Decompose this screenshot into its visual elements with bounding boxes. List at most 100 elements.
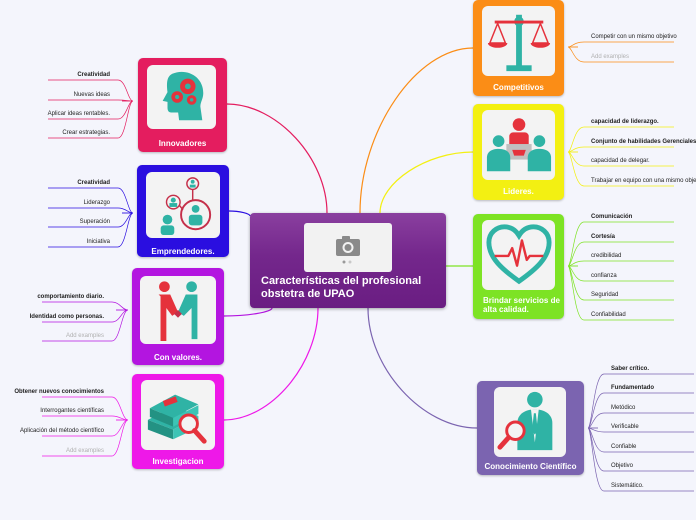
leaf-topic[interactable]: Saber crítico. bbox=[611, 366, 650, 372]
leaf-topic[interactable]: Creatividad bbox=[77, 72, 110, 78]
leaf-connector bbox=[587, 427, 694, 433]
branch-connector bbox=[226, 103, 328, 214]
leaf-topic[interactable]: Cortesía bbox=[591, 234, 616, 240]
topic-title: Emprendedores. bbox=[151, 247, 215, 256]
branch-connector bbox=[367, 307, 478, 429]
leaf-connector bbox=[48, 79, 134, 102]
leaf-connector bbox=[567, 260, 674, 267]
leaf-topic[interactable]: capacidad de delegar. bbox=[591, 158, 650, 164]
leaf-connector bbox=[567, 146, 674, 153]
leaf-topic[interactable]: Interrogantes científicas bbox=[40, 408, 104, 414]
leaf-connector bbox=[48, 212, 134, 228]
leaf-topic[interactable]: capacidad de liderazgo. bbox=[591, 119, 659, 125]
leaf-topic[interactable]: Aplicar ideas rentables. bbox=[47, 111, 110, 117]
leaf-topic[interactable]: Comunicación bbox=[591, 214, 633, 220]
leaf-topic[interactable]: Nuevas ideas bbox=[73, 92, 110, 98]
leaf-connector bbox=[42, 396, 129, 421]
leaf-topic[interactable]: comportamiento diario. bbox=[37, 294, 104, 300]
topic-title: Competitivos bbox=[493, 83, 544, 92]
branch-connector bbox=[223, 307, 273, 317]
heart-pulse-icon bbox=[482, 220, 555, 290]
topic-title: Brindar servicios de alta calidad. bbox=[483, 296, 560, 314]
add-examples-link[interactable]: Add examples bbox=[65, 448, 104, 454]
leaf-connector bbox=[48, 100, 134, 120]
branch-connector bbox=[223, 307, 319, 421]
topic-card-innovadores[interactable]: Innovadores bbox=[138, 58, 227, 152]
leaf-connector bbox=[567, 46, 674, 63]
topic-card-valores[interactable]: Con valores. bbox=[132, 268, 224, 365]
leaf-connector bbox=[587, 412, 694, 429]
leaf-connector bbox=[48, 212, 134, 248]
leaf-topic[interactable]: Conjunto de habilidades Gerenciales bbox=[591, 139, 696, 145]
topic-title: Innovadores bbox=[158, 139, 207, 148]
leaf-topic[interactable]: Superación bbox=[79, 219, 110, 225]
leaf-topic[interactable]: Crear estrategias. bbox=[62, 130, 110, 136]
leaf-connector bbox=[567, 265, 674, 301]
add-examples-link[interactable]: Add examples bbox=[65, 333, 104, 339]
leaf-connector bbox=[587, 392, 694, 429]
topic-card-lideres[interactable]: Lideres. bbox=[473, 104, 564, 200]
leaf-connector bbox=[567, 265, 674, 321]
leaf-connector bbox=[42, 415, 129, 421]
people-network-icon bbox=[146, 172, 220, 238]
leaf-connector bbox=[587, 427, 694, 453]
leaf-topic[interactable]: Iniciativa bbox=[86, 239, 110, 245]
leaf-connector bbox=[567, 151, 674, 187]
topic-title: Conocimiento Científico bbox=[484, 462, 577, 471]
leaf-topic[interactable]: Sistemático. bbox=[611, 483, 644, 489]
topic-title: Con valores. bbox=[153, 353, 202, 362]
scales-icon bbox=[482, 6, 555, 76]
leaf-topic[interactable]: Competir con un mismo objetivo bbox=[591, 34, 677, 40]
leaf-connector bbox=[567, 221, 674, 267]
central-title: Características del profesional obstetra… bbox=[261, 275, 422, 300]
leaf-topic[interactable]: Obtener nuevos conocimientos bbox=[14, 389, 104, 395]
head-gears-icon bbox=[147, 65, 216, 129]
topic-title: Investigacion bbox=[152, 457, 204, 466]
leaf-connector bbox=[48, 99, 134, 102]
scientist-magnifier-icon bbox=[494, 387, 566, 457]
leaf-topic[interactable]: Verificable bbox=[611, 424, 639, 430]
leaf-connector bbox=[567, 126, 674, 153]
leaf-topic[interactable]: Liderazgo bbox=[83, 200, 110, 206]
topic-card-cientifico[interactable]: Conocimiento Científico bbox=[477, 381, 584, 475]
topic-card-emprendedores[interactable]: Emprendedores. bbox=[137, 165, 229, 257]
topic-card-calidad[interactable]: Brindar servicios de alta calidad. bbox=[473, 214, 564, 319]
leaf-topic[interactable]: credibilidad bbox=[591, 253, 622, 259]
leaf-topic[interactable]: Confiabilidad bbox=[591, 312, 626, 318]
central-image-placeholder bbox=[304, 223, 392, 272]
branch-connector bbox=[228, 210, 251, 217]
leaf-connector bbox=[42, 419, 129, 457]
camera-icon bbox=[336, 236, 360, 264]
books-magnifier-icon bbox=[141, 380, 215, 450]
leaf-topic[interactable]: Metódico bbox=[611, 405, 636, 411]
leaf-connector bbox=[48, 100, 134, 139]
leaf-topic[interactable]: Aplicación del método científico bbox=[19, 428, 104, 434]
leaf-connector bbox=[587, 427, 694, 492]
leaf-topic[interactable]: Confiable bbox=[611, 444, 637, 450]
branch-connector bbox=[379, 151, 474, 214]
leaf-connector bbox=[587, 427, 694, 472]
leaf-connector bbox=[48, 207, 134, 214]
leaf-connector bbox=[42, 309, 129, 323]
leaf-topic[interactable]: Fundamentado bbox=[611, 385, 654, 391]
leader-group-icon bbox=[482, 110, 555, 180]
add-examples-link[interactable]: Add examples bbox=[591, 54, 630, 60]
leaf-connector bbox=[42, 309, 129, 342]
topic-card-investigacion[interactable]: Investigacion bbox=[132, 374, 224, 469]
leaf-connector bbox=[48, 187, 134, 214]
leaf-connector bbox=[567, 241, 674, 267]
leaf-topic[interactable]: Seguridad bbox=[591, 292, 619, 298]
central-topic[interactable]: Características del profesional obstetra… bbox=[250, 213, 446, 308]
leaf-connector bbox=[567, 151, 674, 167]
leaf-connector bbox=[587, 373, 694, 429]
leaf-topic[interactable]: Objetivo bbox=[611, 463, 634, 469]
leaf-connector bbox=[567, 265, 674, 282]
topic-title: Lideres. bbox=[503, 187, 534, 196]
leaf-topic[interactable]: confianza bbox=[591, 273, 617, 279]
leaf-topic[interactable]: Identidad como personas. bbox=[29, 314, 104, 320]
topic-card-competitivos[interactable]: Competitivos bbox=[473, 0, 564, 96]
branch-connector bbox=[359, 47, 474, 214]
leaf-topic[interactable]: Trabajar en equipo con una mismo objetiv… bbox=[591, 178, 696, 184]
leaf-topic[interactable]: Creatividad bbox=[77, 180, 110, 186]
